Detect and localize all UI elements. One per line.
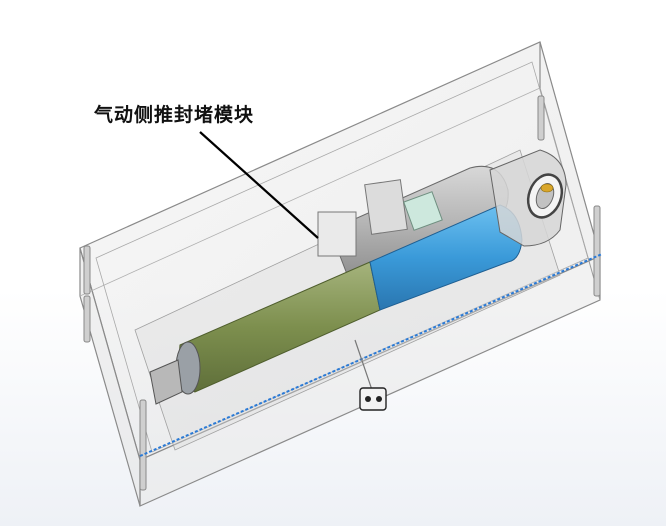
seam-line	[139, 253, 603, 457]
fitting-block	[403, 191, 443, 231]
enclosure-left-face	[79, 247, 141, 507]
pneumatic-module	[149, 149, 567, 405]
enclosure-inner-rim	[95, 61, 589, 453]
valve-block	[364, 179, 408, 235]
corner-pins	[83, 95, 601, 491]
callout-label: 气动侧推封堵模块	[94, 104, 255, 126]
front-latch	[354, 339, 387, 411]
rod-end	[149, 359, 183, 405]
rear-eye-accent	[540, 183, 554, 193]
callout-leader-line	[199, 131, 319, 239]
mount-block	[317, 211, 357, 257]
